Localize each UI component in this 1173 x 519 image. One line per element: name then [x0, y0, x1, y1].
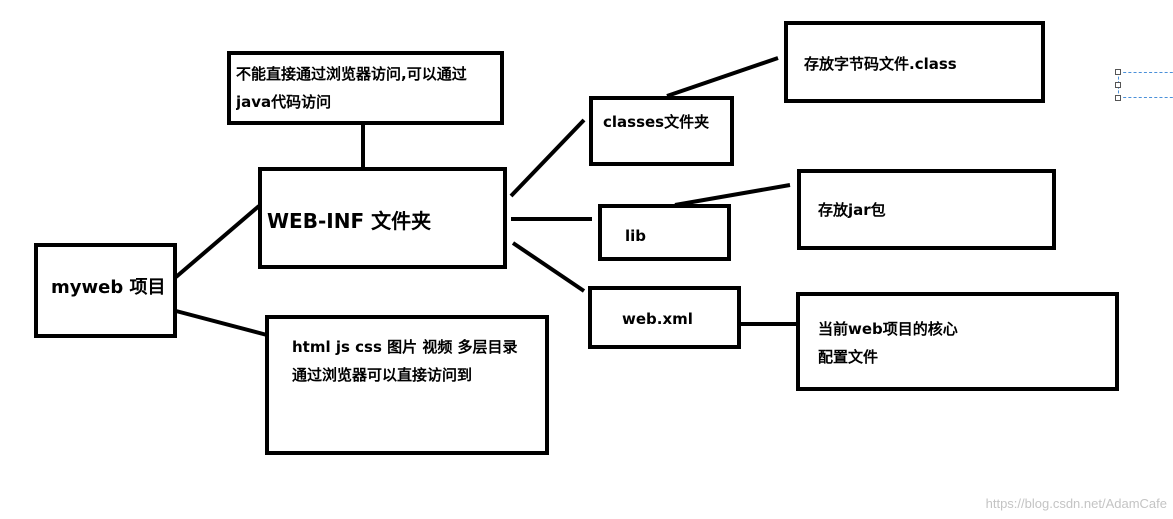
selection-handle-top: [1115, 69, 1121, 75]
node-lib-box: [598, 204, 731, 261]
node-classes-note-box: [784, 21, 1045, 103]
node-static-note-label: html js css 图片 视频 多层目录 通过浏览器可以直接访问到: [292, 338, 518, 384]
node-webxml-note-box: [796, 292, 1119, 391]
node-webinf-label: WEB-INF 文件夹: [267, 209, 432, 233]
edge-lib-lib-note: [674, 183, 791, 207]
watermark-text: https://blog.csdn.net/AdamCafe: [985, 496, 1167, 511]
edge-myweb-webinf: [174, 204, 261, 279]
node-static-note-box: [265, 315, 549, 455]
selection-handle-middle: [1115, 82, 1121, 88]
node-webxml-box: [588, 286, 741, 349]
node-myweb-box: [34, 243, 177, 338]
node-webinf-note-label: 不能直接通过浏览器访问,可以通过java代码访问: [236, 65, 467, 111]
selection-handle-bottom: [1115, 95, 1121, 101]
edge-webinf-webxml: [511, 241, 586, 293]
node-webxml-note-label: 当前web项目的核心配置文件: [818, 320, 958, 366]
edge-myweb-static: [175, 309, 268, 337]
node-classes-box: [589, 96, 734, 166]
node-myweb-label: myweb 项目: [51, 277, 166, 298]
selection-frame: [1118, 72, 1173, 98]
node-webxml-label: web.xml: [622, 310, 693, 328]
node-webinf-note-box: [227, 51, 504, 125]
node-webinf-box: [258, 167, 507, 269]
node-classes-note-label: 存放字节码文件.class: [804, 55, 957, 73]
node-classes-label: classes文件夹: [603, 113, 710, 131]
edge-webinf-classes: [509, 118, 586, 198]
node-lib-label: lib: [625, 227, 647, 245]
node-lib-note-label: 存放jar包: [818, 201, 886, 219]
edge-classes-classes-note: [666, 56, 779, 98]
node-lib-note-box: [797, 169, 1056, 250]
